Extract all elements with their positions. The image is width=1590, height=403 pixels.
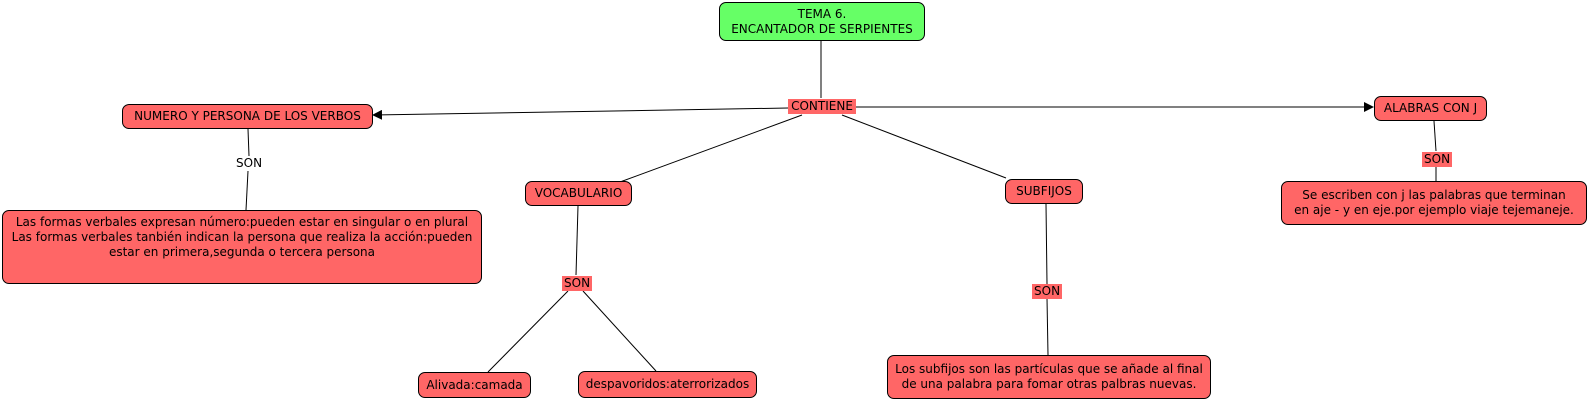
edge-numero-son [247, 128, 250, 157]
edge-vocabulario-son [575, 205, 579, 276]
reglas-j-node[interactable]: Se escriben con j las palabras que termi… [1281, 181, 1587, 225]
root-topic-node[interactable]: TEMA 6. ENCANTADOR DE SERPIENTES [719, 2, 925, 41]
edge-son-alivada [487, 290, 569, 373]
edge-son-despavoridos [582, 290, 657, 372]
numero-persona-node[interactable]: NUMERO Y PERSONA DE LOS VERBOS [122, 104, 373, 129]
link-label-son-vocabulario: SON [562, 276, 592, 291]
despavoridos-node[interactable]: despavoridos:aterrorizados [578, 371, 757, 398]
link-label-son-alabras: SON [1422, 152, 1452, 167]
edge-alabras-son [1433, 120, 1437, 152]
edge-subfijos-son [1045, 203, 1048, 285]
alivada-node[interactable]: Alivada:camada [418, 372, 531, 398]
edge-son-subfijos-def [1046, 297, 1049, 356]
link-label-son-subfijos: SON [1032, 284, 1062, 299]
edge-contiene-numero [372, 107, 789, 120]
edge-son-formas [245, 170, 249, 211]
vocabulario-node[interactable]: VOCABULARIO [525, 181, 632, 206]
subfijos-node[interactable]: SUBFIJOS [1005, 179, 1083, 204]
link-label-contiene: CONTIENE [788, 99, 856, 114]
edge-contiene-subfijos [841, 114, 1007, 179]
link-label-son-numero: SON [234, 156, 264, 171]
edge-contiene-vocabulario [619, 114, 803, 183]
formas-verbales-node[interactable]: Las formas verbales expresan número:pued… [2, 210, 482, 284]
alabras-con-j-node[interactable]: ALABRAS CON J [1374, 96, 1487, 121]
subfijos-definicion-node[interactable]: Los subfijos son las partículas que se a… [887, 355, 1211, 399]
